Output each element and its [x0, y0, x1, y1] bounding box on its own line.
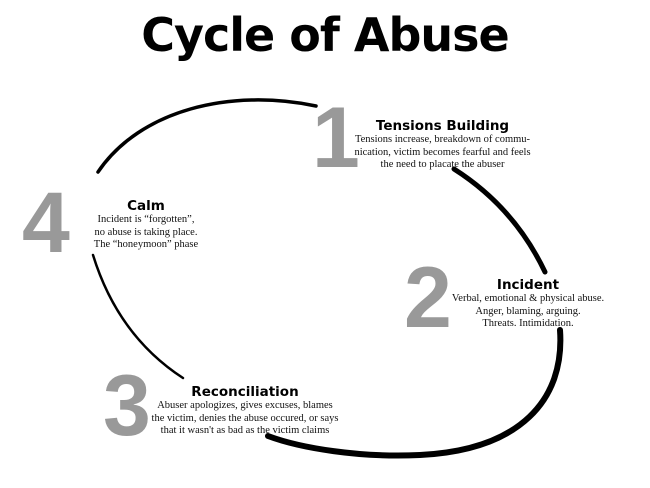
stage-text: the victim, denies the abuse occured, or… [151, 412, 339, 424]
stage-text: The “honeymoon” phase [93, 239, 199, 250]
stage-calm: Calm Incident is “forgotten”, no abuse i… [86, 198, 206, 252]
arc-calm-to-reconciliation [91, 253, 185, 380]
stage-number-2: 2 [404, 250, 452, 346]
stage-number-3: 3 [103, 358, 151, 454]
stage-text: that it wasn't as bad as the victim clai… [160, 425, 330, 436]
stage-text: the need to placate the abuser [380, 159, 505, 170]
stage-number-1: 1 [312, 90, 360, 186]
stage-heading: Tensions Building [375, 118, 510, 134]
stage-text: Threats. Intimidation. [482, 318, 574, 329]
stage-text: Incident is “forgotten”, [97, 214, 195, 225]
stage-text: Tensions increase, breakdown of commu- [354, 134, 531, 145]
arc-incident-to-reconciliation [265, 327, 564, 459]
page-title: Cycle of Abuse [141, 8, 509, 62]
stage-text: nication, victim becomes fearful and fee… [354, 146, 531, 158]
stage-reconciliation: Reconciliation Abuser apologizes, gives … [150, 384, 340, 438]
stage-text: Verbal, emotional & physical abuse. [451, 293, 605, 304]
stage-text: Anger, blaming, arguing. [475, 305, 581, 317]
stage-heading: Incident [496, 277, 560, 293]
stage-tensions-building: Tensions Building Tensions increase, bre… [345, 118, 540, 172]
arc-calm-to-tensions [96, 98, 318, 174]
stage-number-4: 4 [22, 175, 70, 271]
stage-heading: Reconciliation [191, 384, 299, 400]
stage-text: no abuse is taking place. [94, 226, 198, 238]
arc-tensions-to-incident [451, 166, 548, 275]
stage-incident: Incident Verbal, emotional & physical ab… [448, 277, 608, 331]
stage-text: Abuser apologizes, gives excuses, blames [157, 400, 333, 411]
stage-heading: Calm [127, 198, 165, 214]
